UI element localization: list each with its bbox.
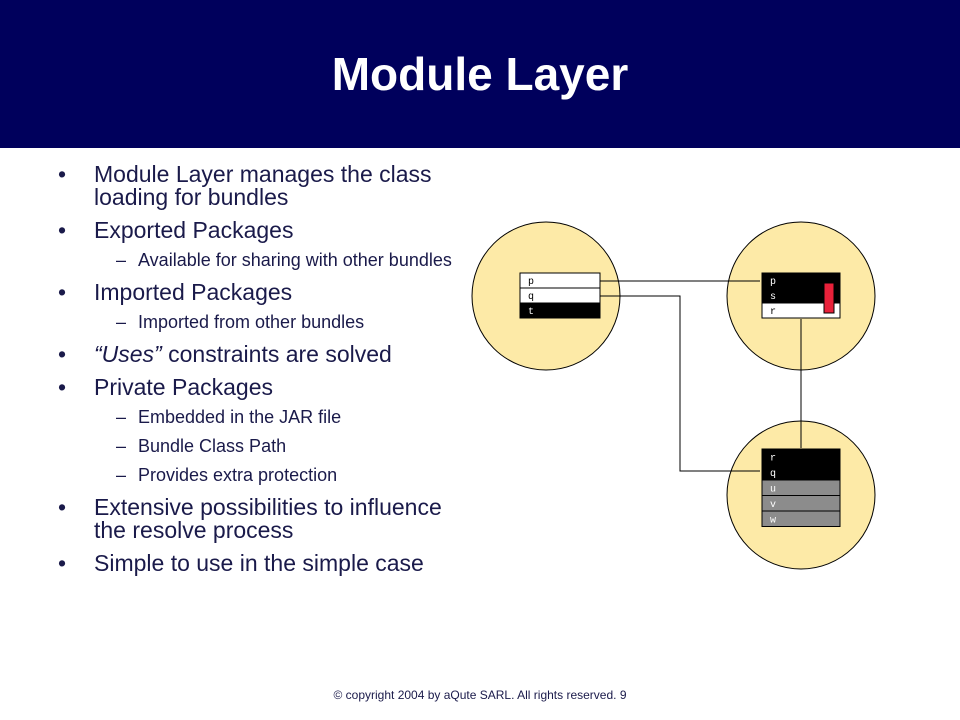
sub-bullet-marker: – <box>116 407 127 427</box>
bullet-text: “Uses” constraints are solved <box>94 341 392 367</box>
package-label: r <box>770 307 776 318</box>
sub-bullet-marker: – <box>116 465 127 485</box>
package-label: r <box>770 454 776 465</box>
package-label: p <box>528 277 534 288</box>
sub-bullet-item: –Imported from other bundles <box>116 312 458 332</box>
bullet-item: • Extensive possibilities to influence th… <box>58 496 458 542</box>
wire-q <box>600 295 760 472</box>
bullet-item: • “Uses” constraints are solved <box>58 343 458 366</box>
package-label: q <box>770 469 776 480</box>
bullet-item: • Exported Packages <box>58 219 458 242</box>
bullet-marker: • <box>58 494 67 520</box>
sub-bullet-text: Available for sharing with other bundles <box>138 250 452 270</box>
bullet-item: • Simple to use in the simple case <box>58 552 458 575</box>
sub-bullet-text: Bundle Class Path <box>138 436 287 456</box>
package-label: s <box>770 292 776 303</box>
bullet-marker: • <box>58 217 67 243</box>
bullet-item: • Module Layer manages the class loading … <box>58 163 458 209</box>
package-label: t <box>528 307 534 318</box>
private-marker <box>823 282 835 314</box>
bullet-list: • Module Layer manages the class loading … <box>58 163 458 585</box>
packages-top-right: psr <box>761 272 841 319</box>
packages-left: pqt <box>519 272 601 319</box>
sub-bullet-marker: – <box>116 250 127 270</box>
title-bar: Module Layer <box>0 0 960 148</box>
package-label: q <box>528 292 534 303</box>
sub-bullet-text: Imported from other bundles <box>138 312 365 332</box>
sub-bullet-marker: – <box>116 436 127 456</box>
sub-bullet-text: Embedded in the JAR file <box>138 407 342 427</box>
sub-bullet-item: –Bundle Class Path <box>116 436 458 456</box>
bullet-text: Private Packages <box>94 374 273 400</box>
sub-bullet-text: Provides extra protection <box>138 465 338 485</box>
bullet-marker: • <box>58 550 67 576</box>
sub-bullet-item: –Embedded in the JAR file <box>116 407 458 427</box>
bullet-text: Exported Packages <box>94 217 294 243</box>
sub-bullet-marker: – <box>116 312 127 332</box>
bullet-marker: • <box>58 341 67 367</box>
bullet-text: Imported Packages <box>94 279 293 305</box>
package-label: v <box>770 500 776 511</box>
bullet-italic-prefix: “Uses” <box>94 341 162 367</box>
sub-bullet-item: –Provides extra protection <box>116 465 458 485</box>
bullet-item: • Imported Packages <box>58 281 458 304</box>
package-label: w <box>770 516 776 527</box>
package-box <box>761 302 841 319</box>
package-label: u <box>770 485 776 496</box>
footer-copyright: © copyright 2004 by aQute SARL. All righ… <box>333 688 627 702</box>
bullet-marker: • <box>58 279 67 305</box>
sub-bullet-item: –Available for sharing with other bundle… <box>116 250 458 270</box>
bullet-text: Module Layer manages the class loading f… <box>94 161 432 210</box>
bullet-item: • Private Packages <box>58 376 458 399</box>
bullet-text: Extensive possibilities to influence the… <box>94 494 442 543</box>
package-label: p <box>770 277 776 288</box>
bullet-marker: • <box>58 374 67 400</box>
page-title: Module Layer <box>331 48 629 100</box>
bullet-marker: • <box>58 161 67 187</box>
package-box <box>761 510 841 527</box>
package-box <box>519 302 601 319</box>
bullet-text: Simple to use in the simple case <box>94 550 424 576</box>
